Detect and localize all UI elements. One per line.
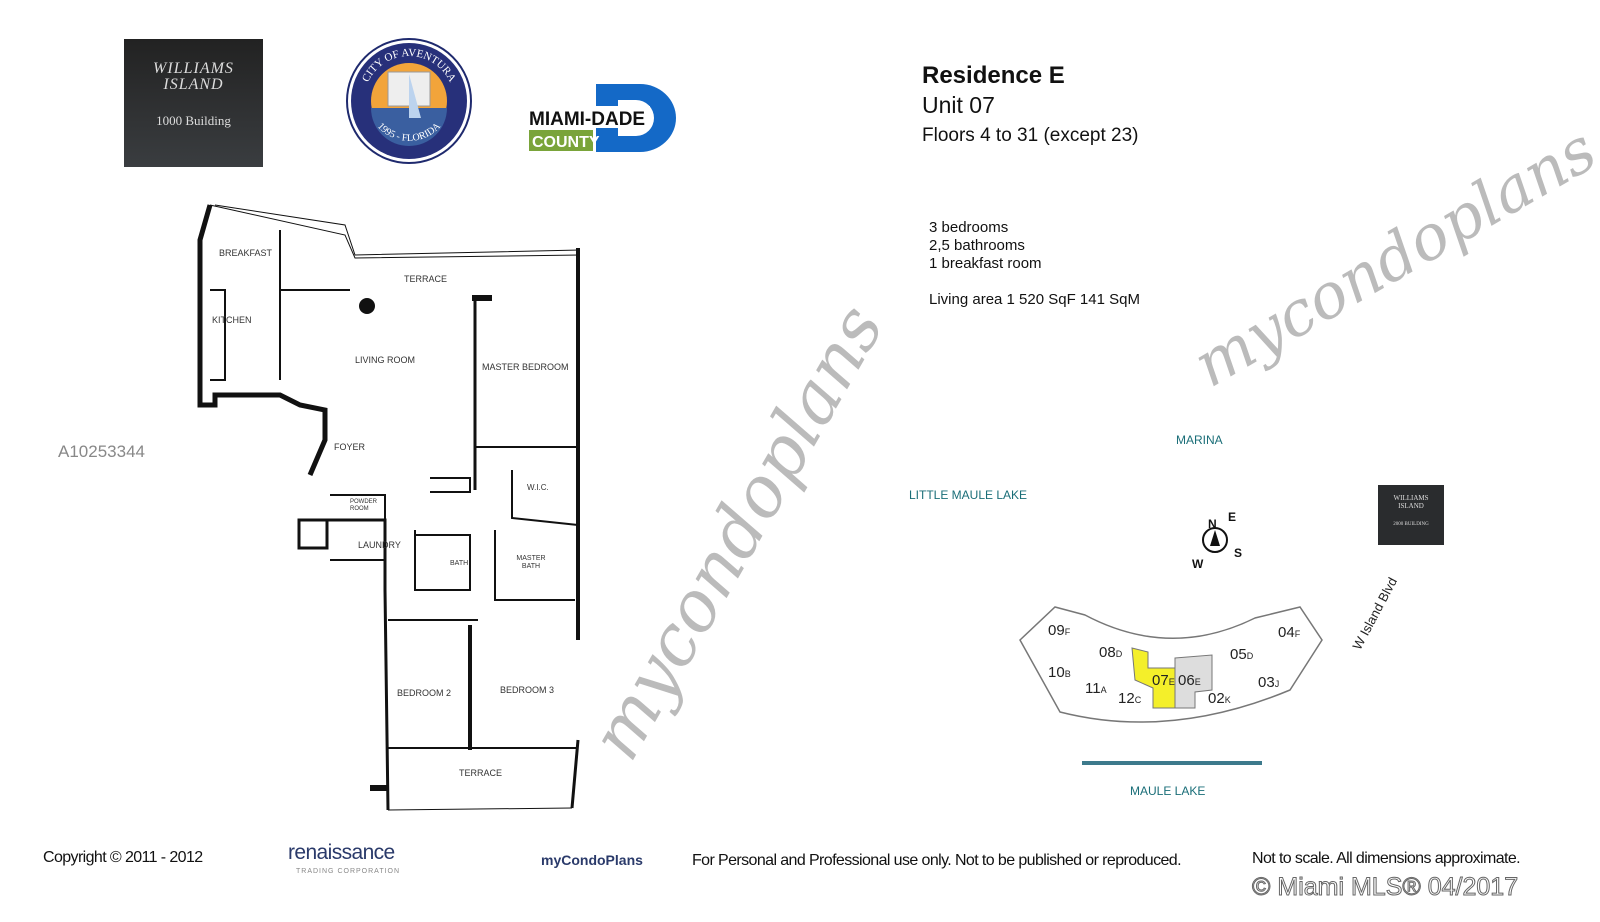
room-kitchen: KITCHEN: [212, 315, 252, 325]
unit-type: F: [1064, 627, 1071, 637]
bathrooms-count: 2,5 bathrooms: [929, 237, 1025, 254]
room-terrace-bottom: TERRACE: [459, 768, 503, 778]
site-unit-08: 08D: [1099, 644, 1122, 661]
miami-dade-text: MIAMI-DADE: [529, 109, 645, 130]
bedrooms-count: 3 bedrooms: [929, 219, 1009, 236]
maule-lake-label: MAULE LAKE: [1130, 784, 1206, 798]
unit-number: 06: [1178, 672, 1195, 689]
unit-type: B: [1064, 669, 1071, 679]
room-master-bedroom: MASTER BEDROOM: [482, 362, 569, 372]
site-unit-07: 07E: [1152, 672, 1175, 689]
unit-type: A: [1100, 685, 1107, 695]
county-text: COUNTY: [532, 134, 600, 151]
residence-name: Residence E: [922, 62, 1065, 89]
site-unit-06: 06E: [1178, 672, 1201, 689]
compass-w: W: [1192, 557, 1204, 571]
logo-building: 1000 Building: [156, 113, 231, 128]
room-terrace-top: TERRACE: [404, 274, 448, 284]
unit-type: K: [1224, 695, 1231, 705]
unit-number: 03: [1258, 674, 1275, 691]
site-unit-10: 10B: [1048, 664, 1071, 681]
unit-number: Unit 07: [922, 92, 995, 118]
site-unit-05: 05D: [1230, 646, 1253, 663]
unit-type: F: [1294, 629, 1301, 639]
unit-specs: 3 bedrooms 2,5 bathrooms 1 breakfast roo…: [929, 219, 1140, 309]
room-bath: BATH: [450, 560, 469, 567]
mls-listing-id: A10253344: [58, 442, 145, 461]
room-master-bath: MASTER BATH: [516, 555, 546, 570]
unit-number: 02: [1208, 690, 1225, 707]
room-bedroom-2: BEDROOM 2: [397, 688, 452, 698]
renaissance-logo: renaissance: [288, 841, 395, 864]
compass-s: S: [1234, 546, 1243, 560]
marina-label: MARINA: [1176, 433, 1223, 447]
site-unit-04: 04F: [1278, 624, 1300, 641]
unit-number: 10: [1048, 664, 1065, 681]
unit-number: 04: [1278, 624, 1295, 641]
unit-number: 05: [1230, 646, 1247, 663]
unit-number: 09: [1048, 622, 1065, 639]
unit-number: 11: [1085, 680, 1101, 697]
breakfast-count: 1 breakfast room: [929, 255, 1042, 272]
site-unit-03: 03J: [1258, 674, 1279, 691]
small-logo-building: 2000 BUILDING: [1393, 522, 1429, 528]
room-laundry: LAUNDRY: [358, 540, 401, 550]
room-foyer: FOYER: [334, 442, 366, 452]
little-maule-lake-label: LITTLE MAULE LAKE: [909, 488, 1028, 502]
copyright: Copyright © 2011 - 2012: [43, 849, 203, 866]
unit-number: 08: [1099, 644, 1116, 661]
small-logo-script: WILLIAMS ISLAND: [1393, 494, 1429, 510]
unit-number: 07: [1152, 672, 1169, 689]
williams-island-logo: WILLIAMS ISLAND 1000 Building: [124, 39, 263, 167]
usage-notice: For Personal and Professional use only. …: [692, 852, 1182, 869]
site-unit-02: 02K: [1208, 690, 1231, 707]
logo-script: WILLIAMS ISLAND: [153, 60, 234, 93]
compass-e: E: [1228, 510, 1237, 524]
unit-type: E: [1168, 677, 1175, 687]
unit-type: J: [1274, 679, 1280, 689]
miami-dade-logo: MIAMI-DADE COUNTY: [528, 84, 676, 152]
small-williams-logo: WILLIAMS ISLAND 2000 BUILDING: [1386, 494, 1436, 528]
aventura-seal-logo: CITY OF AVENTURA 1995 - FLORIDA: [346, 38, 472, 164]
unit-type: D: [1115, 649, 1123, 659]
residence-header: Residence E Unit 07 Floors 4 to 31 (exce…: [922, 62, 1139, 147]
room-breakfast: BREAKFAST: [219, 248, 273, 258]
living-area: Living area 1 520 SqF 141 SqM: [929, 291, 1140, 308]
site-unit-09: 09F: [1048, 622, 1070, 639]
compass-n: N: [1208, 517, 1217, 531]
mls-copyright: © Miami MLS® 04/2017: [1251, 873, 1519, 901]
unit-type: E: [1194, 677, 1201, 687]
scale-notice: Not to scale. All dimensions approximate…: [1252, 850, 1521, 867]
room-wic: W.I.C.: [527, 483, 549, 492]
unit-number: 12: [1118, 690, 1135, 707]
unit-type: D: [1246, 651, 1254, 661]
room-living: LIVING ROOM: [355, 355, 416, 365]
site-unit-11: 11A: [1085, 680, 1107, 697]
floors-info: Floors 4 to 31 (except 23): [922, 125, 1139, 146]
site-unit-12: 12C: [1118, 690, 1141, 707]
unit-type: C: [1134, 695, 1142, 705]
room-powder: POWDER ROOM: [350, 499, 377, 512]
room-bedroom-3: BEDROOM 3: [500, 685, 555, 695]
renaissance-sub: TRADING CORPORATION: [296, 868, 401, 875]
mycondoplans-logo: myCondoPlans: [541, 852, 643, 868]
